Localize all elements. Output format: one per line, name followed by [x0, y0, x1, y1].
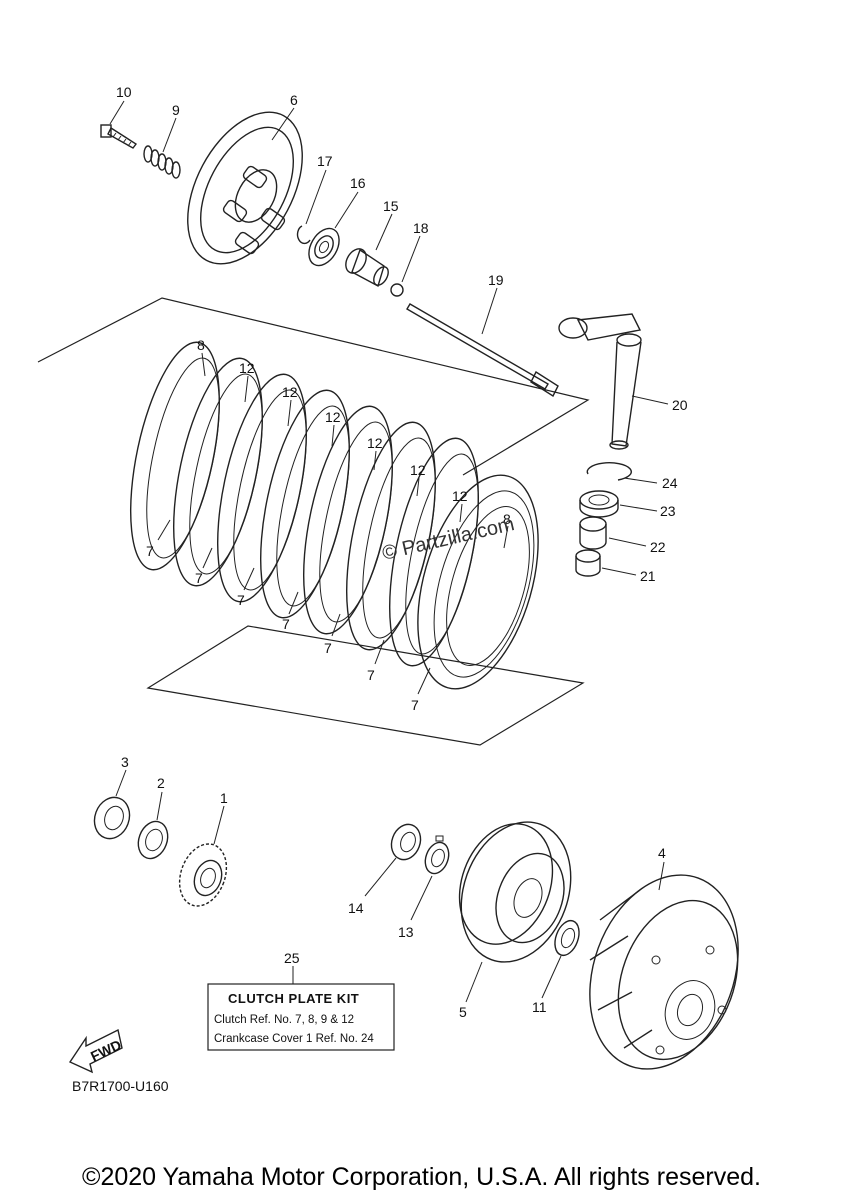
part-19-push-rod [406, 303, 559, 398]
part-4-clutch-housing [589, 874, 739, 1070]
callout-3: 3 [121, 754, 129, 770]
part-11-washer [554, 919, 580, 957]
part-6-pressure-plate [187, 111, 303, 265]
part-15-push-piece [345, 248, 389, 288]
plate-stack-top-frame [37, 297, 590, 476]
watermark: © Partzilla.com [380, 513, 516, 565]
callout-25: 25 [284, 950, 300, 966]
callout-5: 5 [459, 1004, 467, 1020]
part-1-primary-drive-gear [178, 843, 228, 907]
copyright-notice: ©2020 Yamaha Motor Corporation, U.S.A. A… [82, 1163, 761, 1191]
callout-22: 22 [650, 539, 666, 555]
callout-21: 21 [640, 568, 656, 584]
kit-line-2: Crankcase Cover 1 Ref. No. 24 [214, 1033, 374, 1045]
part-13-lock-washer [424, 835, 450, 875]
callout-7-g: 7 [411, 697, 419, 713]
diagram-code: B7R1700-U160 [72, 1078, 169, 1094]
part-2-washer [137, 820, 169, 860]
part-5-clutch-boss [458, 821, 572, 963]
callout-9: 9 [172, 102, 180, 118]
kit-line-1: Clutch Ref. No. 7, 8, 9 & 12 [214, 1014, 354, 1026]
part-14-nut [390, 823, 422, 861]
part-23-oil-seal [579, 490, 619, 518]
part-3-oil-seal [93, 796, 131, 840]
callout-11: 11 [532, 999, 547, 1015]
callout-12-e: 12 [410, 462, 426, 478]
callout-1: 1 [220, 790, 228, 806]
callout-14: 14 [348, 900, 364, 916]
callout-17: 17 [317, 153, 333, 169]
part-10-bolt [100, 124, 138, 149]
callout-2: 2 [157, 775, 165, 791]
fwd-label: FWD [88, 1036, 124, 1064]
part-16-bearing [308, 227, 340, 267]
callout-18: 18 [413, 220, 429, 236]
part-18-ball [390, 283, 404, 297]
callout-8-bottom: 8 [503, 511, 511, 527]
callout-6: 6 [290, 92, 298, 108]
callout-20: 20 [672, 397, 688, 413]
callout-7-e: 7 [324, 640, 332, 656]
part-22-bearing [579, 516, 607, 550]
part-21-bushing [575, 549, 601, 577]
callout-4: 4 [658, 845, 666, 861]
kit-title: CLUTCH PLATE KIT [228, 991, 359, 1006]
callout-7-f: 7 [367, 667, 375, 683]
callout-labels: 10 9 6 17 16 15 18 19 20 24 23 22 21 8 8… [116, 84, 688, 1020]
callout-12-c: 12 [325, 409, 341, 425]
clutch-plate-kit-box [207, 983, 395, 1051]
plate-stack-bottom-frame [146, 625, 585, 746]
callout-7-c: 7 [237, 592, 245, 608]
callout-15: 15 [383, 198, 399, 214]
callout-7-b: 7 [195, 570, 203, 586]
callout-13: 13 [398, 924, 414, 940]
callout-24: 24 [662, 475, 678, 491]
callout-12-b: 12 [282, 384, 298, 400]
callout-12-a: 12 [239, 360, 255, 376]
callout-12-d: 12 [367, 435, 383, 451]
callout-10: 10 [116, 84, 132, 100]
callout-7-d: 7 [282, 616, 290, 632]
callout-19: 19 [488, 272, 504, 288]
plate-stack [129, 341, 539, 690]
callout-8-top: 8 [197, 337, 205, 353]
fwd-arrow-icon [68, 1028, 123, 1074]
part-17-circlip [296, 225, 311, 245]
part-20-push-lever-shaft [558, 313, 642, 450]
callout-23: 23 [660, 503, 676, 519]
callout-12-f: 12 [452, 488, 468, 504]
part-24-circlip [586, 462, 632, 481]
callout-16: 16 [350, 175, 366, 191]
part-9-spring [143, 145, 181, 179]
callout-7-a: 7 [146, 543, 154, 559]
